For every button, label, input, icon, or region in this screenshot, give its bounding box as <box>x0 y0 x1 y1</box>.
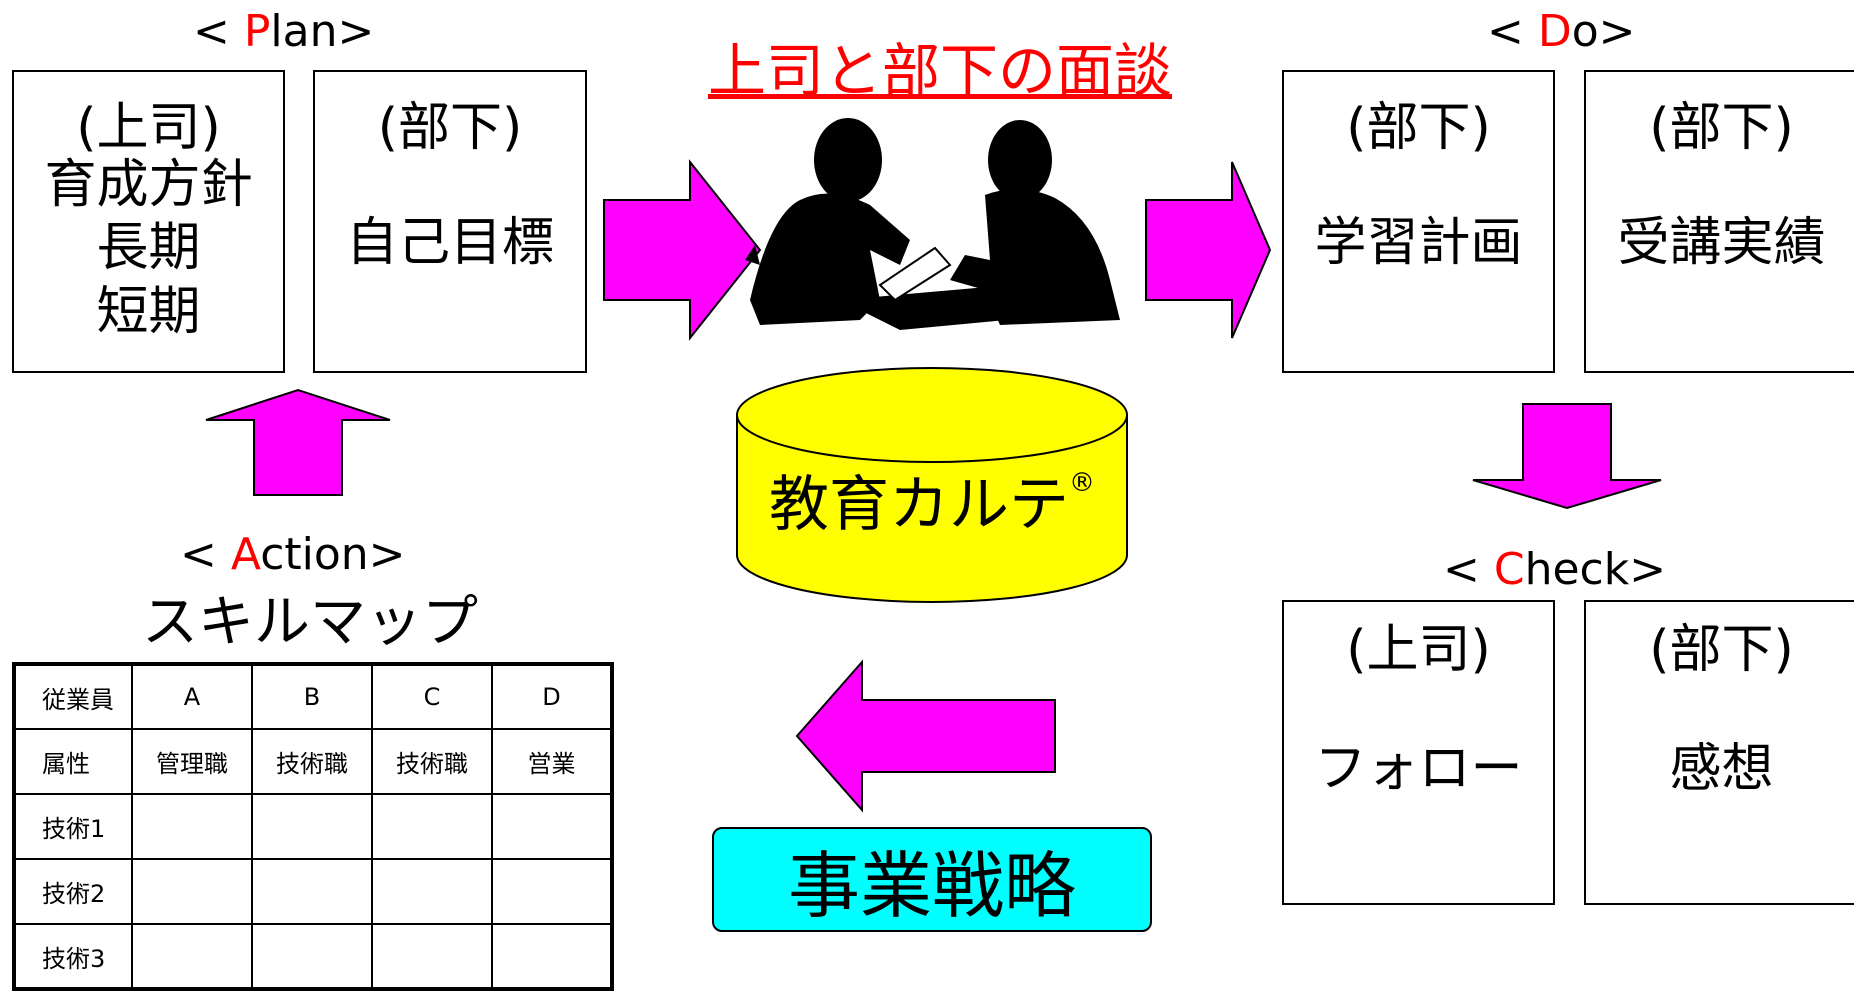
table-cell <box>131 793 253 860</box>
table-cell <box>491 858 613 925</box>
check-label: < Check> <box>1443 544 1667 595</box>
table-cell: 従業員 <box>13 663 133 730</box>
table-cell <box>131 923 253 990</box>
do-attendance-text: 受講実績 <box>1617 213 1826 273</box>
table-cell: 技術1 <box>13 793 133 860</box>
table-cell: B <box>251 663 373 730</box>
role-label: (上司) <box>76 98 221 158</box>
table-cell: D <box>491 663 613 730</box>
role-label: (部下) <box>377 98 523 158</box>
do-label: < Do> <box>1487 6 1636 57</box>
role-label: (上司) <box>1346 620 1491 680</box>
table-row: 技術2 <box>13 858 613 925</box>
table-row: 技術1 <box>13 793 613 860</box>
check-subordinate-box: (部下) 感想 <box>1584 600 1854 905</box>
table-cell <box>251 923 373 990</box>
table-cell <box>371 793 493 860</box>
table-cell: 技術職 <box>371 728 493 795</box>
skillmap-table: 従業員 A B C D 属性 管理職 技術職 技術職 営業 技術1 技術2 技術… <box>12 662 614 991</box>
plan-policy-text: 育成方針 <box>44 155 253 215</box>
table-cell <box>371 858 493 925</box>
do-subordinate-box-2: (部下) 受講実績 <box>1584 70 1854 373</box>
table-cell <box>371 923 493 990</box>
check-supervisor-box: (上司) フォロー <box>1282 600 1555 905</box>
table-row: 属性 管理職 技術職 技術職 営業 <box>13 728 613 795</box>
do-subordinate-box-1: (部下) 学習計画 <box>1282 70 1555 373</box>
table-cell <box>491 793 613 860</box>
registered-mark: ® <box>1069 468 1095 498</box>
diagram-title: 上司と部下の面談 <box>707 37 1172 105</box>
arrow-left-strategy-to-karte <box>795 659 1056 813</box>
karte-label: 教育カルテ® <box>769 468 1095 540</box>
table-cell <box>251 858 373 925</box>
check-impression-text: 感想 <box>1669 739 1774 799</box>
plan-long-term-text: 長期 <box>96 218 201 279</box>
table-cell: 管理職 <box>131 728 253 795</box>
arrow-down-do-to-check <box>1472 403 1662 510</box>
table-cell <box>131 858 253 925</box>
check-follow-text: フォロー <box>1314 739 1523 799</box>
plan-subordinate-box: (部下) 自己目標 <box>313 70 587 373</box>
role-label: (部下) <box>1649 620 1794 680</box>
table-cell: A <box>131 663 253 730</box>
do-study-plan-text: 学習計画 <box>1314 213 1523 273</box>
plan-self-goal-text: 自己目標 <box>345 213 554 273</box>
action-label: < Action> <box>180 529 406 580</box>
business-strategy-box: 事業戦略 <box>712 827 1152 932</box>
table-row: 従業員 A B C D <box>13 663 613 730</box>
arrow-right-meeting-to-do <box>1145 161 1272 339</box>
business-meeting-silhouette-icon <box>745 118 1120 330</box>
role-label: (部下) <box>1649 98 1794 158</box>
table-cell <box>251 793 373 860</box>
plan-supervisor-box: (上司) 育成方針 長期 短期 <box>12 70 285 373</box>
table-cell: 営業 <box>491 728 613 795</box>
skillmap-title: スキルマップ <box>142 590 478 655</box>
arrow-up-action-to-plan <box>205 388 391 496</box>
arrow-right-plan-to-meeting <box>603 159 762 341</box>
role-label: (部下) <box>1346 98 1491 158</box>
table-cell: C <box>371 663 493 730</box>
table-cell <box>491 923 613 990</box>
document-paper-icon <box>878 246 952 302</box>
plan-label: < Plan> <box>193 6 375 57</box>
table-row: 技術3 <box>13 923 613 990</box>
table-cell: 技術職 <box>251 728 373 795</box>
table-cell: 技術3 <box>13 923 133 990</box>
table-cell: 技術2 <box>13 858 133 925</box>
table-cell: 属性 <box>13 728 133 795</box>
plan-short-term-text: 短期 <box>96 281 201 342</box>
karte-cylinder <box>736 367 1128 603</box>
